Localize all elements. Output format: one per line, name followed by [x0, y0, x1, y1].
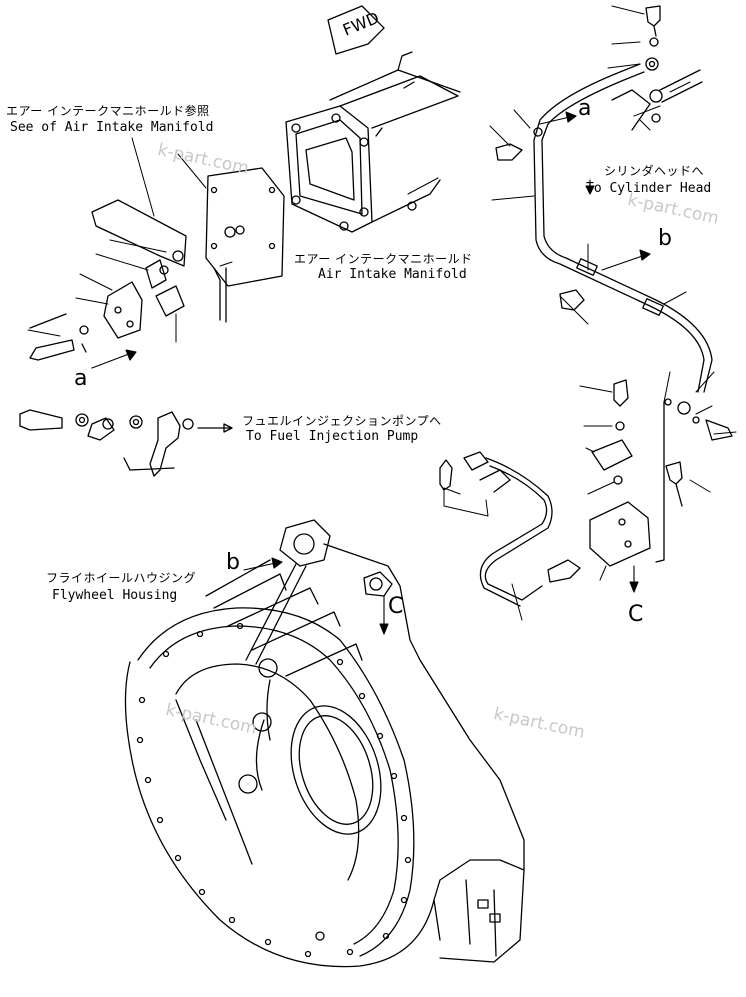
sensor-harness [439, 451, 581, 607]
fuel-fittings [19, 409, 233, 477]
callout-b-housing: b [226, 550, 240, 575]
callout-a-top: a [578, 96, 592, 121]
air-intake-label-en: Air Intake Manifold [318, 267, 467, 282]
flywheel-label-en: Flywheel Housing [52, 588, 178, 603]
housing-bolt-holes [136, 622, 412, 958]
air-intake-ref-label-en: See of Air Intake Manifold [10, 120, 214, 135]
leader-lines [27, 5, 737, 621]
flywheel-housing [124, 519, 525, 968]
left-bracket-parts [29, 199, 187, 361]
top-right-fittings [495, 5, 703, 311]
intake-plate [205, 167, 285, 323]
fuel-pump-label-jp: フュエルインジェクションポンプへ [242, 414, 442, 428]
cylinder-head-label-jp: シリンダヘッドへ [604, 164, 705, 178]
air-intake-ref-label-jp: エアー インテークマニホールド参照 [6, 104, 210, 118]
sensor-bracket [589, 379, 733, 567]
callout-c-bracket: C [628, 602, 644, 627]
callout-a-left: a [74, 366, 88, 391]
callout-c-housing: C [388, 594, 404, 619]
air-intake-manifold [285, 51, 461, 233]
reference-arrows [91, 111, 651, 635]
flywheel-label-jp: フライホイールハウジング [46, 571, 197, 585]
fwd-arrow [327, 5, 385, 55]
fuel-pump-label-en: To Fuel Injection Pump [246, 429, 419, 444]
cylinder-head-pipe [533, 63, 713, 415]
air-intake-label-jp: エアー インテークマニホールド [294, 252, 473, 266]
callout-b-right: b [658, 226, 672, 251]
cylinder-head-label-en: To Cylinder Head [586, 181, 712, 196]
